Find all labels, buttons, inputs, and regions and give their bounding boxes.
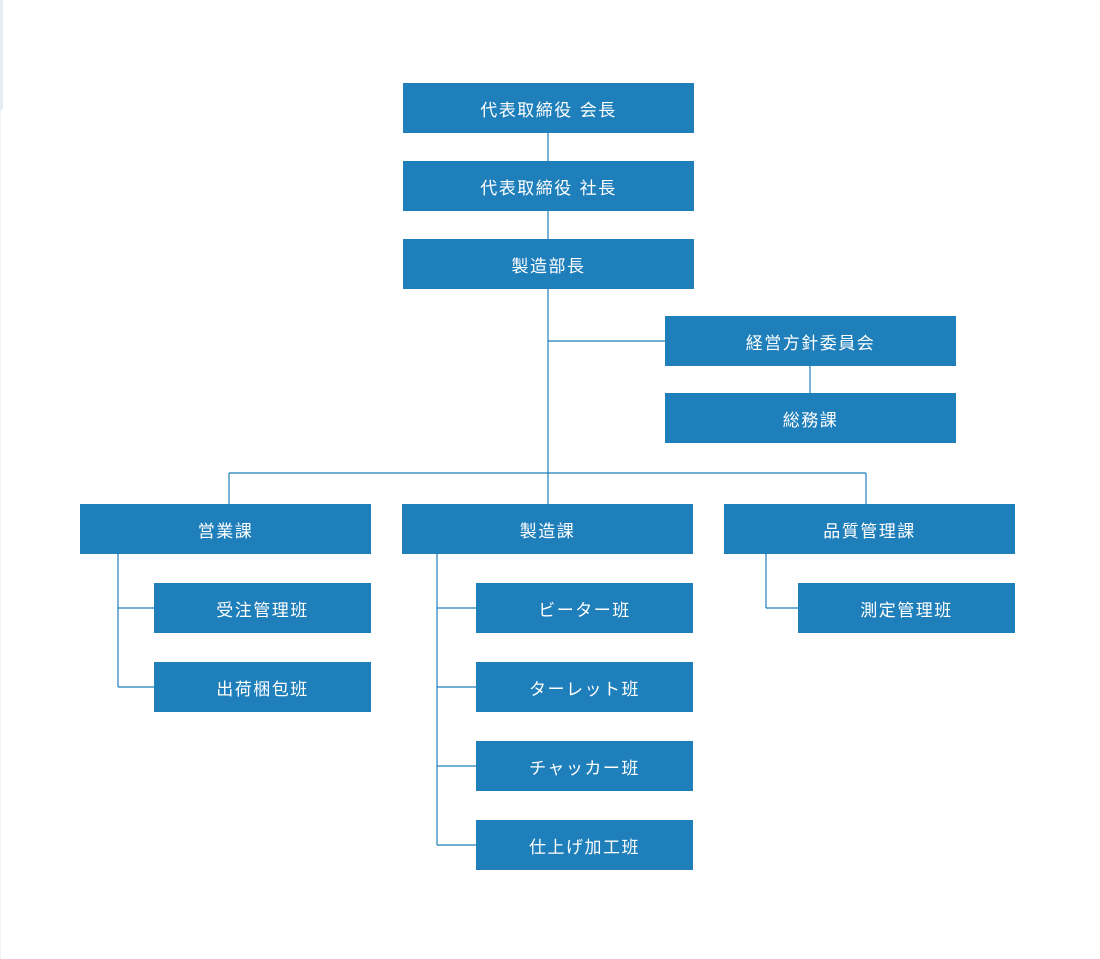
box-manufacturing-unit-beater: ビーター班 <box>476 583 693 633</box>
box-chairman: 代表取締役 会長 <box>403 83 694 133</box>
left-edge-accent <box>0 0 3 110</box>
box-president: 代表取締役 社長 <box>403 161 694 211</box>
box-quality-unit-measurement: 測定管理班 <box>798 583 1015 633</box>
box-quality-section: 品質管理課 <box>724 504 1015 554</box>
box-manufacturing-unit-chucker: チャッカー班 <box>476 741 693 791</box>
box-manufacturing-unit-finishing: 仕上げ加工班 <box>476 820 693 870</box>
box-manufacturing-unit-turret: ターレット班 <box>476 662 693 712</box>
box-sales-unit-shipping-packing: 出荷梱包班 <box>154 662 371 712</box>
box-management-committee: 経営方針委員会 <box>665 316 956 366</box>
box-manufacturing-section: 製造課 <box>402 504 693 554</box>
left-edge-line <box>0 110 1 959</box>
box-general-affairs: 総務課 <box>665 393 956 443</box>
box-manufacturing-director: 製造部長 <box>403 239 694 289</box>
box-sales-section: 営業課 <box>80 504 371 554</box>
box-sales-unit-order-management: 受注管理班 <box>154 583 371 633</box>
